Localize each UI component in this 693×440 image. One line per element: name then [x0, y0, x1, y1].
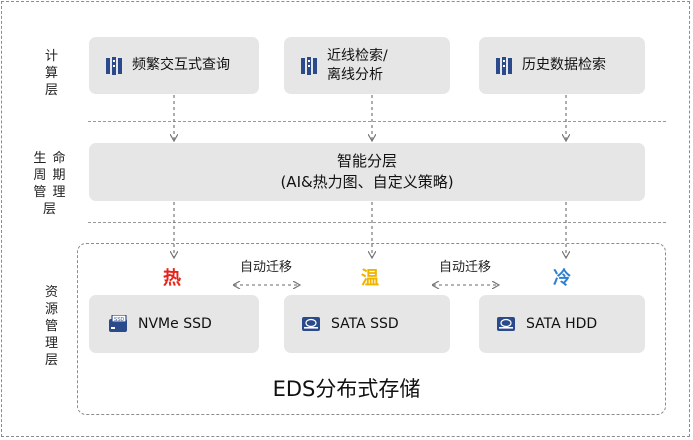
compute-box-label: 近线检索/ 离线分析 — [327, 47, 388, 83]
storage-box-label: SATA SSD — [331, 315, 399, 332]
lifecycle-subtitle: (AI&热力图、自定义策略) — [280, 173, 454, 191]
sata-ssd-icon — [301, 316, 321, 332]
migration-label-warm-cold: 自动迁移 — [439, 260, 492, 275]
eds-storage-group — [77, 243, 666, 415]
server-rack-icon — [106, 56, 122, 75]
layer-label-resource: 资 源 管 理 层 — [44, 285, 59, 368]
temperature-hot: 热 — [163, 268, 181, 289]
compute-box-nearline-analysis: 近线检索/ 离线分析 — [284, 37, 450, 94]
eds-storage-title: EDS分布式存储 — [272, 377, 421, 401]
compute-box-interactive-query: 频繁交互式查询 — [89, 37, 259, 94]
storage-box-sata-ssd: SATA SSD — [284, 295, 450, 353]
sata-hdd-icon — [496, 316, 516, 332]
lifecycle-to-resource-arrows — [174, 202, 566, 257]
compute-box-history-retrieval: 历史数据检索 — [479, 37, 645, 94]
separator-lifecycle-resource — [88, 222, 666, 223]
compute-box-label: 频繁交互式查询 — [132, 57, 230, 73]
lifecycle-tiering-box: 智能分层 (AI&热力图、自定义策略) — [89, 143, 645, 201]
lifecycle-title: 智能分层 — [336, 152, 397, 170]
storage-box-nvme-ssd: SSD NVMe SSD — [89, 295, 259, 353]
layer-label-lifecycle: 生 命 周 期 管 理 层 — [33, 151, 67, 217]
nvme-ssd-icon: SSD — [108, 315, 128, 333]
layer-label-compute: 计 算 层 — [44, 49, 59, 98]
temperature-warm: 温 — [361, 268, 379, 289]
storage-box-label: NVMe SSD — [138, 315, 212, 332]
storage-box-sata-hdd: SATA HDD — [479, 295, 645, 353]
server-rack-icon — [301, 56, 317, 75]
server-rack-icon — [496, 56, 512, 75]
migration-label-hot-warm: 自动迁移 — [240, 260, 293, 275]
compute-box-label: 历史数据检索 — [522, 57, 606, 73]
temperature-cold: 冷 — [553, 268, 571, 289]
compute-to-lifecycle-arrows — [174, 95, 566, 140]
separator-compute-lifecycle — [88, 121, 666, 122]
storage-box-label: SATA HDD — [526, 315, 598, 332]
svg-text:SSD: SSD — [114, 317, 125, 323]
